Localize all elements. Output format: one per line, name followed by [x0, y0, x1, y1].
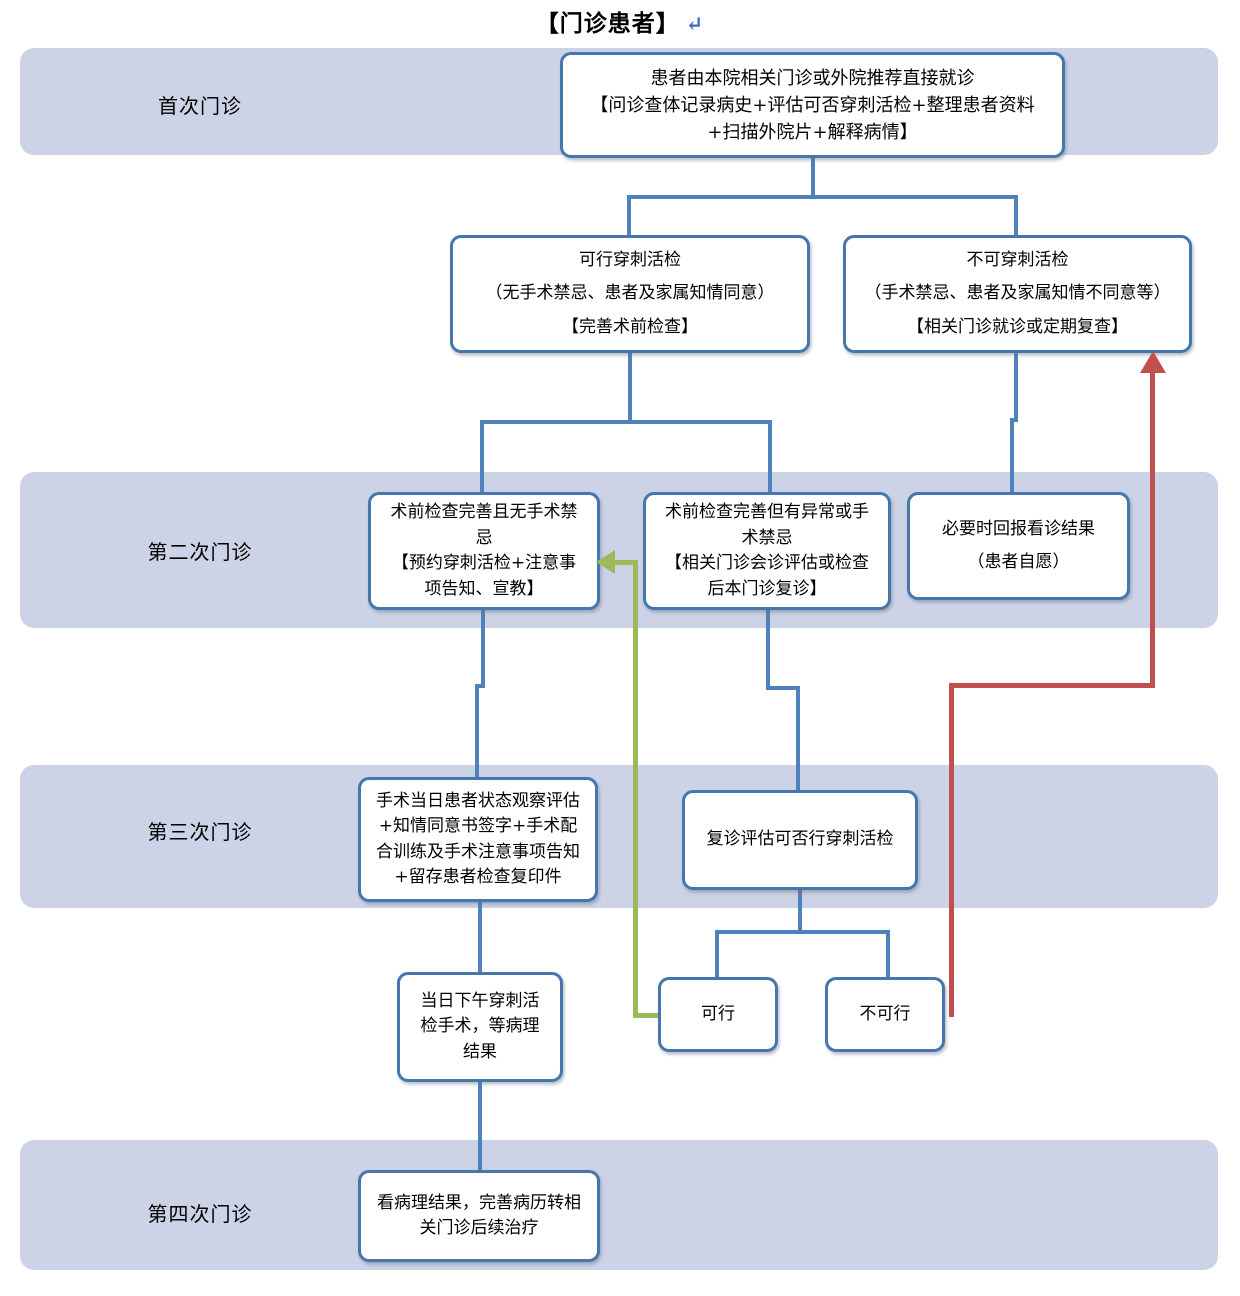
lane-label-fourth: 第四次门诊 — [147, 1202, 253, 1226]
connector-branch3-horizontal — [715, 930, 890, 934]
red-arrowhead-icon — [1140, 351, 1166, 373]
node-first-visit: 患者由本院相关门诊或外院推荐直接就诊 【问诊查体记录病史+评估可否穿刺活检+整理… — [560, 52, 1065, 158]
connector-abnormal-jog — [766, 686, 800, 690]
connector-notok-down-upper — [1014, 351, 1018, 422]
connector-surgeryday-down — [478, 900, 482, 974]
red-arrow-horizontal — [949, 683, 1155, 688]
node-biopsy-not-feasible: 不可穿刺活检 （手术禁忌、患者及家属知情不同意等） 【相关门诊就诊或定期复查】 — [843, 235, 1192, 353]
lane-third-visit — [20, 765, 1218, 908]
return-mark-icon: ↵ — [685, 11, 705, 36]
page-title-text: 【门诊患者】 — [535, 10, 680, 37]
lane-label-third: 第三次门诊 — [147, 820, 253, 844]
connector-preopclear-jog — [475, 684, 485, 688]
node-surgery-day: 手术当日患者状态观察评估+知情同意书签字+手术配合训练及手术注意事项告知+留存患… — [358, 777, 598, 902]
connector-branch2-right-down — [768, 420, 772, 494]
connector-abnormal-down-upper — [766, 608, 770, 690]
connector-branch2-left-down — [480, 420, 484, 494]
connector-branch2-horizontal — [480, 420, 772, 424]
connector-branch1-left-down — [627, 195, 631, 237]
node-biopsy-feasible: 可行穿刺活检 （无手术禁忌、患者及家属知情同意） 【完善术前检查】 — [450, 235, 810, 353]
connector-branch1-horizontal — [627, 195, 1018, 199]
node-pathology-result: 看病理结果，完善病历转相关门诊后续治疗 — [358, 1170, 600, 1262]
lane-label-second: 第二次门诊 — [147, 540, 253, 564]
green-arrowhead-icon — [596, 550, 615, 574]
node-preop-abnormal: 术前检查完善但有异常或手术禁忌 【相关门诊会诊评估或检查后本门诊复诊】 — [643, 492, 891, 610]
lane-label-first: 首次门诊 — [158, 94, 242, 118]
green-arrow-start-horizontal — [636, 1013, 658, 1018]
connector-preopclear-down-upper — [481, 608, 485, 688]
connector-reassess-down — [798, 888, 802, 934]
connector-branch3-left-down — [715, 930, 719, 979]
node-preop-clear: 术前检查完善且无手术禁忌 【预约穿刺活检+注意事项告知、宣教】 — [368, 492, 600, 610]
connector-abnormal-down-lower — [796, 686, 800, 792]
red-arrow-vertical-lower — [949, 683, 954, 1017]
green-arrow-vertical — [633, 560, 638, 1018]
connector-biopsyok-down — [628, 351, 632, 424]
connector-branch1-right-down — [1014, 195, 1018, 237]
connector-preopclear-down-lower — [475, 684, 479, 779]
connector-notok-down-lower — [1010, 418, 1014, 494]
connector-afternoon-down — [478, 1080, 482, 1172]
node-reassess: 复诊评估可否行穿刺活检 — [682, 790, 918, 890]
lane-fourth-visit — [20, 1140, 1218, 1270]
green-arrow-shaft — [612, 560, 638, 565]
node-feasible: 可行 — [658, 977, 778, 1052]
node-afternoon-biopsy: 当日下午穿刺活检手术，等病理结果 — [397, 972, 563, 1082]
page-title: 【门诊患者】↵ — [0, 4, 1240, 38]
red-arrow-vertical-upper — [1150, 372, 1155, 685]
node-report-back: 必要时回报看诊结果 （患者自愿） — [907, 492, 1130, 600]
node-not-feasible: 不可行 — [825, 977, 945, 1052]
connector-notok-jog — [1010, 418, 1018, 422]
connector-branch3-right-down — [886, 930, 890, 979]
connector-firstbox-down — [811, 156, 815, 199]
